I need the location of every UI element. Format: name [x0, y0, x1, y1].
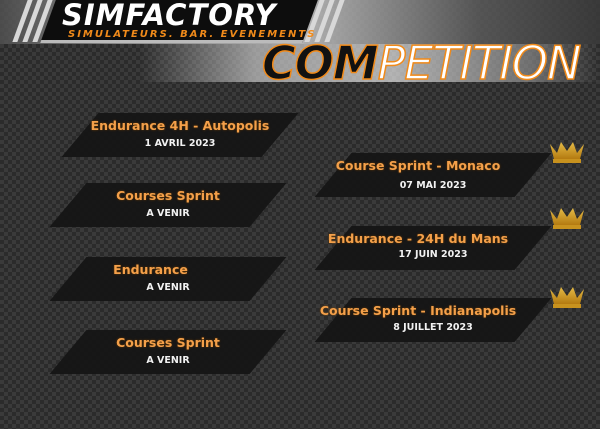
event-title: Course Sprint - Indianapolis [319, 303, 517, 318]
event-title: Endurance 4H - Autopolis [90, 118, 270, 133]
crown-icon [550, 136, 584, 163]
crown-icon [550, 281, 584, 308]
event-title: Courses Sprint [116, 188, 220, 203]
event-card: Courses Sprint A VENIR [49, 330, 287, 374]
event-date: A VENIR [146, 282, 190, 293]
event-card: Endurance A VENIR [49, 257, 287, 301]
crown-icon [550, 202, 584, 229]
event-date: A VENIR [146, 208, 190, 219]
event-card: Course Sprint - Monaco 07 MAI 2023 [314, 153, 552, 197]
page-title-part2: PETITION [377, 35, 582, 91]
logo-title: SIMFACTORY [62, 0, 277, 32]
event-card: Course Sprint - Indianapolis 8 JUILLET 2… [314, 298, 552, 342]
page-title-part1: COM [261, 35, 379, 91]
event-card: Endurance 4H - Autopolis 1 AVRIL 2023 [61, 113, 299, 157]
page-title: COMPETITION [261, 35, 582, 91]
event-title: Courses Sprint [116, 335, 220, 350]
event-card: Courses Sprint A VENIR [49, 183, 287, 227]
event-date: 8 JUILLET 2023 [393, 322, 473, 333]
event-card: Endurance - 24H du Mans 17 JUIN 2023 [314, 226, 552, 270]
title-band [140, 44, 600, 82]
event-title: Course Sprint - Monaco [335, 158, 501, 173]
event-title: Endurance - 24H du Mans [327, 231, 509, 246]
event-date: 1 AVRIL 2023 [144, 138, 216, 149]
event-title: Endurance [113, 262, 188, 277]
event-date: 07 MAI 2023 [399, 180, 467, 191]
event-date: 17 JUIN 2023 [398, 249, 468, 260]
logo-subtitle: SIMULATEURS. BAR. EVENEMENTS [68, 29, 317, 40]
event-date: A VENIR [146, 355, 190, 366]
